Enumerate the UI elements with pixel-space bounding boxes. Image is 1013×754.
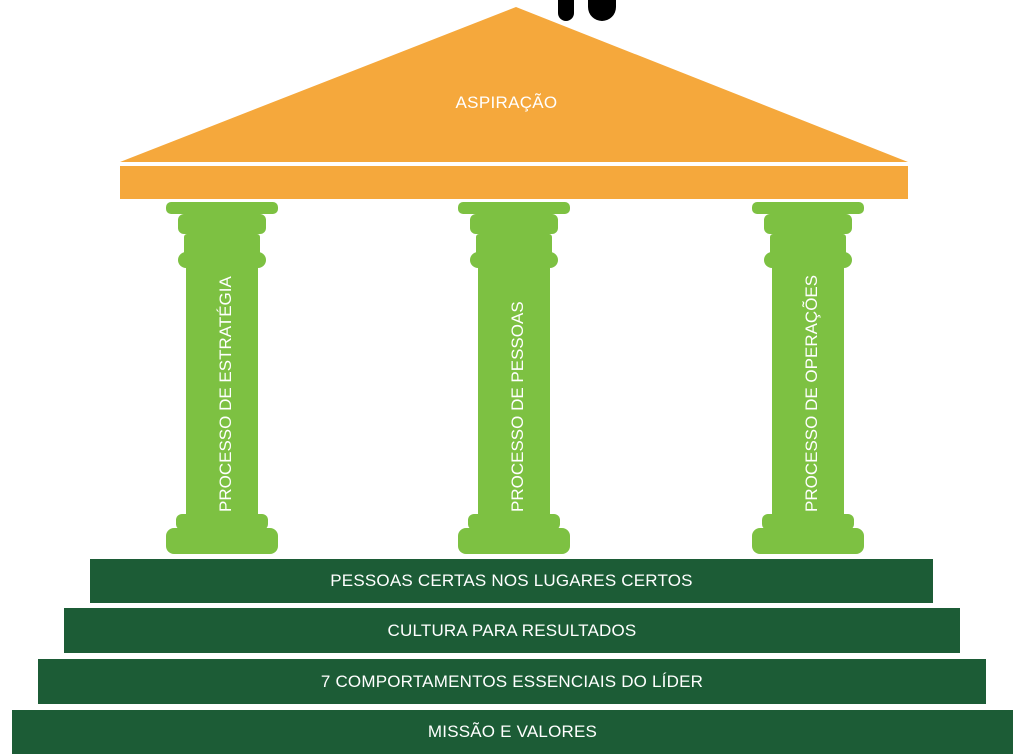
pillar-strategy: PROCESSO DE ESTRATÉGIA	[166, 200, 286, 556]
step-mission-values: MISSÃO E VALORES	[12, 710, 1013, 754]
pillar-shape	[166, 202, 278, 554]
pillar-people: PROCESSO DE PESSOAS	[458, 200, 578, 556]
pillar-shape	[458, 202, 570, 554]
step-leader-behaviors: 7 COMPORTAMENTOS ESSENCIAIS DO LÍDER	[38, 659, 986, 704]
pillar-shape	[752, 202, 864, 554]
step-right-people: PESSOAS CERTAS NOS LUGARES CERTOS	[90, 559, 933, 603]
pillar-label: PROCESSO DE PESSOAS	[508, 301, 527, 512]
roof: ASPIRAÇÃO	[0, 0, 1013, 210]
pillar-operations: PROCESSO DE OPERAÇÕES	[752, 200, 872, 556]
pillar-label: PROCESSO DE OPERAÇÕES	[802, 274, 821, 512]
step-culture: CULTURA PARA RESULTADOS	[64, 608, 960, 653]
pillar-label: PROCESSO DE ESTRATÉGIA	[216, 276, 235, 512]
roof-shape	[120, 7, 908, 199]
roof-label: ASPIRAÇÃO	[455, 93, 558, 112]
